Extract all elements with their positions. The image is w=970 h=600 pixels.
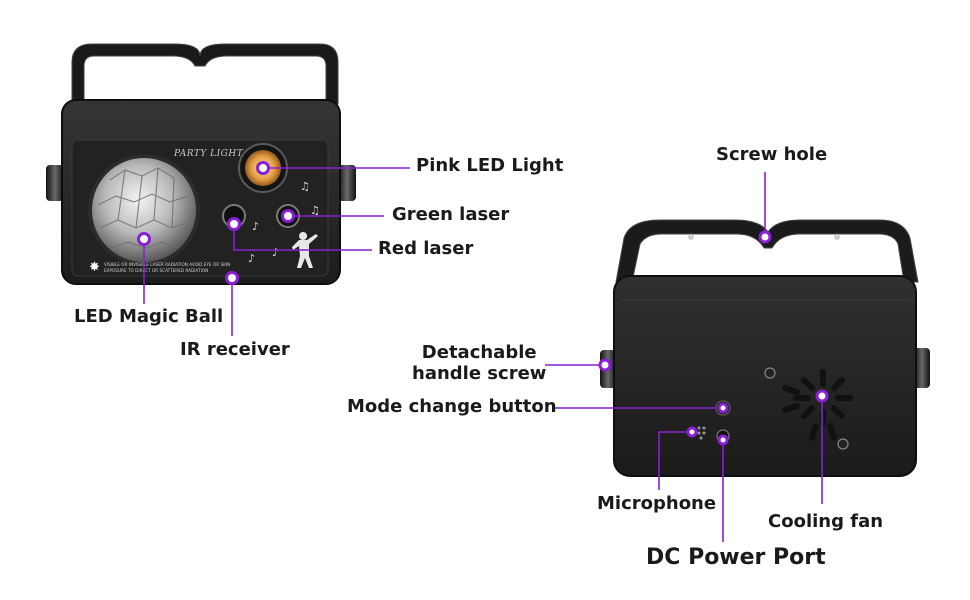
svg-text:♪: ♪ (248, 252, 255, 265)
label-green-laser: Green laser (392, 204, 510, 225)
brand-text: PARTY LIGHT (173, 149, 244, 159)
svg-text:VISIBLE OR INVISIBLE LASER RAD: VISIBLE OR INVISIBLE LASER RADIATION AVO… (104, 262, 230, 267)
rear-body (613, 275, 917, 477)
svg-text:♪: ♪ (252, 220, 259, 233)
svg-text:♫: ♫ (300, 180, 310, 193)
fan-screw (764, 367, 776, 379)
callout-dots (137, 161, 829, 446)
callout-lines (143, 167, 823, 542)
front-device: PARTY LIGHT ♫ ♪ ♫ ♪ ♪ ✸ VISIBLE OR INVIS… (46, 43, 356, 285)
svg-text:EXPOSURE TO DIRECT OR SCATTERE: EXPOSURE TO DIRECT OR SCATTERED RADIATIO… (104, 268, 208, 273)
led-magic-ball (88, 154, 200, 266)
rear-right-knob (914, 348, 930, 388)
rear-device (600, 219, 930, 477)
rear-handle-hole (834, 234, 840, 240)
label-cooling-fan: Cooling fan (768, 511, 884, 532)
cooling-fan (782, 369, 853, 441)
svg-text:♫: ♫ (310, 204, 320, 217)
microphone-holes (697, 426, 706, 440)
rear-handle (615, 219, 919, 283)
label-mode-change-button: Mode change button (347, 396, 557, 417)
svg-text:♪: ♪ (272, 246, 279, 259)
music-notes-icon: ♫ ♪ ♫ ♪ ♪ (248, 180, 320, 265)
label-led-magic-ball: LED Magic Ball (74, 306, 224, 327)
svg-text:✸: ✸ (89, 260, 100, 275)
label-ir-receiver: IR receiver (180, 339, 290, 360)
label-pink-led-light: Pink LED Light (416, 155, 564, 176)
front-right-knob (338, 165, 356, 201)
label-dc-power-port: DC Power Port (646, 545, 826, 570)
label-detachable-handle-screw: Detachable handle screw (412, 342, 547, 384)
label-microphone: Microphone (597, 493, 717, 514)
fan-screw (837, 438, 849, 450)
label-red-laser: Red laser (378, 238, 474, 259)
front-handle (71, 43, 339, 105)
front-left-knob (46, 165, 64, 201)
laser-warning-label: ✸ VISIBLE OR INVISIBLE LASER RADIATION A… (89, 260, 230, 275)
rear-handle-hole (688, 234, 694, 240)
label-screw-hole: Screw hole (716, 144, 828, 165)
